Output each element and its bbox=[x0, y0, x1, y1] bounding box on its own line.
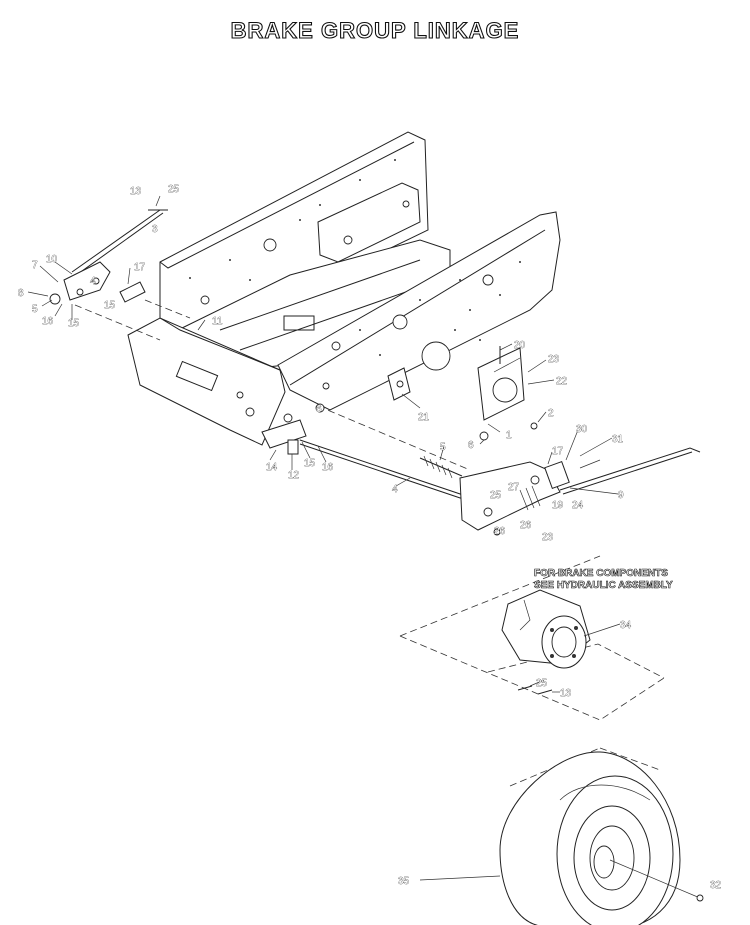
callout: 27 bbox=[508, 482, 520, 493]
callout: 13 bbox=[560, 688, 572, 699]
callout: 21 bbox=[418, 412, 430, 423]
callout: 26 bbox=[520, 520, 532, 531]
callout: 4 bbox=[90, 276, 96, 287]
callout: 2 bbox=[548, 408, 554, 419]
callout: 32 bbox=[710, 880, 722, 891]
page-title: BRAKE GROUP LINKAGE bbox=[230, 17, 520, 43]
callout: 31 bbox=[612, 434, 624, 445]
callout: 15 bbox=[68, 318, 80, 329]
callout: 25 bbox=[168, 184, 180, 195]
callout: 24 bbox=[572, 500, 584, 511]
callout: 14 bbox=[266, 462, 278, 473]
callout: 5 bbox=[440, 442, 446, 453]
callout: 10 bbox=[46, 254, 58, 265]
hydraulic-motor bbox=[399, 555, 665, 721]
callout: 34 bbox=[620, 620, 632, 631]
callout: 25 bbox=[490, 490, 502, 501]
callout: 8 bbox=[18, 288, 24, 299]
callout: 15 bbox=[304, 458, 316, 469]
callout: 6 bbox=[316, 404, 322, 415]
callout: 19 bbox=[552, 500, 564, 511]
callout: 11 bbox=[212, 316, 223, 327]
callout: 17 bbox=[552, 446, 564, 457]
callout: 9 bbox=[618, 490, 624, 501]
callout: 15 bbox=[104, 300, 116, 311]
note-line-1: FOR BRAKE COMPONENTS bbox=[534, 568, 668, 579]
callout: 13 bbox=[130, 186, 142, 197]
brake-linkage bbox=[261, 343, 701, 536]
callout: 17 bbox=[134, 262, 146, 273]
callout: 3 bbox=[152, 224, 158, 235]
callout: 1 bbox=[506, 430, 512, 441]
callout: 30 bbox=[576, 424, 588, 435]
callout: 12 bbox=[288, 470, 300, 481]
callout: 23 bbox=[542, 532, 554, 543]
tire-wheel bbox=[419, 747, 704, 925]
callout: 16 bbox=[322, 462, 334, 473]
callout: 23 bbox=[548, 354, 560, 365]
callout: 16 bbox=[42, 316, 54, 327]
callout: 35 bbox=[398, 876, 410, 887]
callout: 25 bbox=[536, 678, 548, 689]
chassis-frame bbox=[127, 131, 561, 446]
callout: 7 bbox=[32, 260, 38, 271]
callout: 6 bbox=[468, 440, 474, 451]
callout-labels: 13 25 3 7 10 8 5 16 17 4 15 15 11 20 23 … bbox=[18, 184, 722, 892]
callout: 5 bbox=[32, 304, 38, 315]
callout: 22 bbox=[556, 376, 568, 387]
callout: 20 bbox=[514, 340, 526, 351]
note-line-2: SEE HYDRAULIC ASSEMBLY bbox=[534, 580, 673, 591]
callout: 4 bbox=[392, 484, 398, 495]
left-linkage bbox=[27, 195, 206, 341]
callout: 26 bbox=[494, 526, 506, 537]
